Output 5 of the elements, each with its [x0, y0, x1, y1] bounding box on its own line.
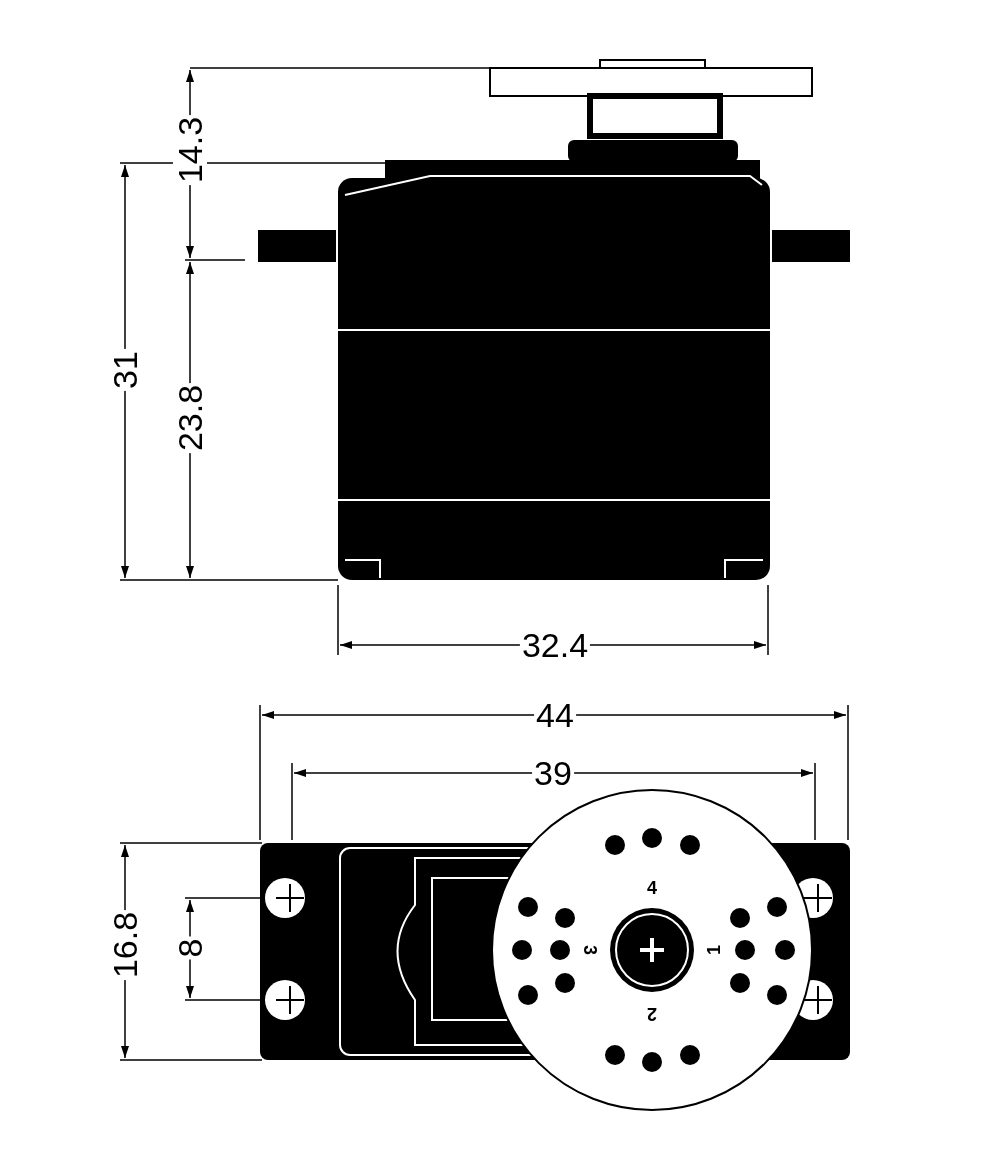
dimension-label: 14.3	[173, 114, 207, 186]
hole-number: 2	[646, 1005, 658, 1023]
hole-number: 4	[646, 879, 658, 897]
hole-number: 3	[581, 944, 599, 957]
hole-number: 1	[705, 944, 723, 957]
